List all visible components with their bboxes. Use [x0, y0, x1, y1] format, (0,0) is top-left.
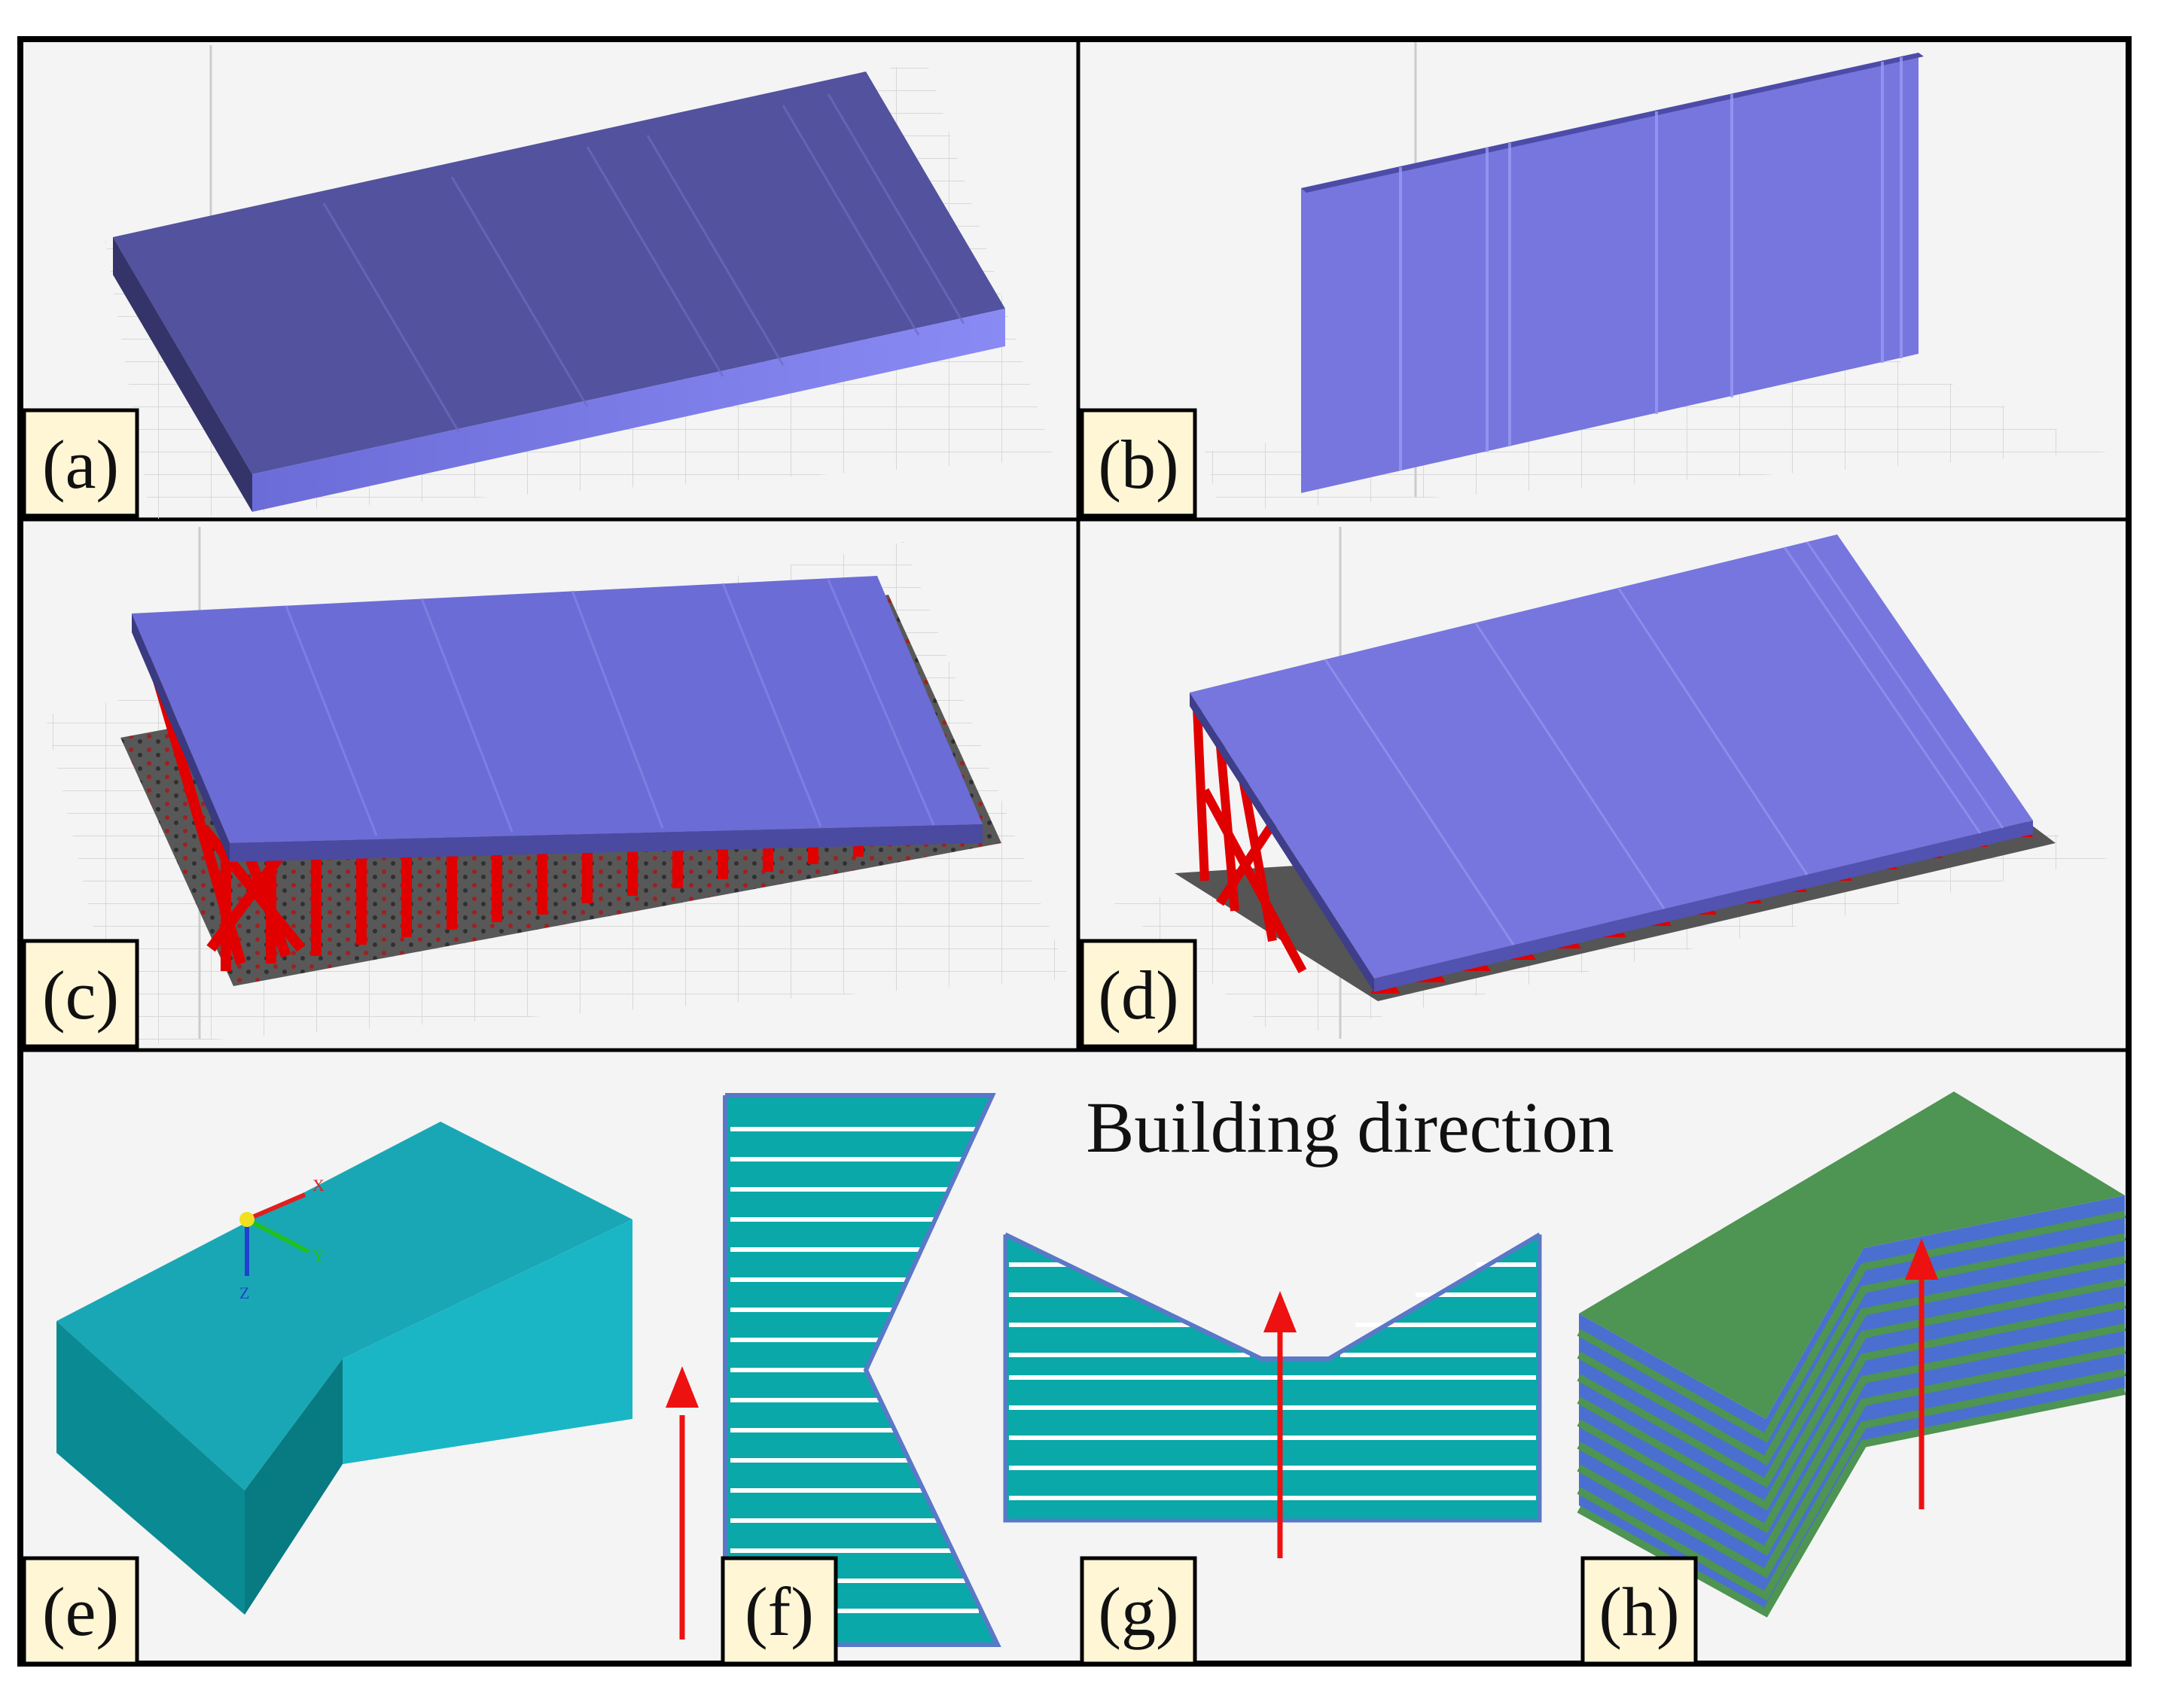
panel-label: (a) [42, 426, 119, 503]
panel-d: (d) [1080, 527, 2108, 1049]
panel-label-box [1580, 1556, 1698, 1666]
slab-front [1374, 821, 2033, 992]
panel-label-box [22, 1556, 139, 1666]
panel-label: (b) [1098, 426, 1178, 503]
profile-outline [723, 1093, 1001, 1647]
build-direction-arrow [1263, 1291, 1297, 1558]
panel-label: (e) [42, 1573, 119, 1650]
panel-label: (d) [1098, 957, 1178, 1034]
stack-front-left [1579, 1314, 1766, 1611]
slab-front [252, 309, 1005, 512]
panel-g: (g) [1003, 1232, 1542, 1666]
build-plate-grid [1205, 354, 2108, 512]
slab-ridges [322, 93, 965, 434]
x-axis-label: X [312, 1176, 325, 1195]
z-axis-label: Z [239, 1283, 249, 1302]
slab-top [1190, 534, 2033, 979]
panel-label-box [1080, 408, 1197, 518]
panel-label-box [721, 1556, 838, 1666]
solid-top-right [343, 1219, 632, 1464]
support-structures [145, 653, 864, 971]
profile-outline [1004, 1232, 1541, 1361]
building-direction-caption: Building direction [1086, 1087, 1614, 1168]
panel-e: X Y Z (e) [22, 1122, 632, 1666]
layer-lines [730, 1127, 979, 1613]
coordinate-axes: X Y Z [239, 1176, 325, 1302]
panel-label-box [1080, 939, 1197, 1049]
panel-label: (f) [745, 1573, 814, 1650]
slab-side [132, 613, 230, 862]
build-direction-arrow [1905, 1238, 1938, 1509]
panel-label: (c) [42, 957, 119, 1034]
slab-face [1301, 53, 1919, 493]
slab-ridges [285, 579, 935, 836]
panel-a: (a) [22, 45, 1054, 519]
y-axis-arrow [245, 1217, 310, 1254]
support-structures [1193, 707, 1307, 973]
slab-ridges [1324, 541, 2004, 945]
panel-f: (f) [721, 1093, 1001, 1666]
profile-outline-base [1003, 1235, 1542, 1523]
panel-h: (h) [1577, 1091, 2126, 1666]
slab-top [113, 72, 1005, 474]
panel-c: (c) [22, 527, 1069, 1049]
slab-front [230, 824, 983, 862]
slab-ridges [1399, 57, 1903, 470]
solid-front-middle [245, 1359, 343, 1615]
solid-front-left [56, 1321, 245, 1615]
x-axis-arrow [245, 1192, 306, 1222]
panel-label: (h) [1599, 1573, 1679, 1650]
slab-top [132, 576, 983, 843]
panel-label-box [22, 939, 139, 1049]
panel-label-box [22, 408, 139, 518]
solid-top [56, 1122, 632, 1490]
y-axis-label: Y [312, 1246, 325, 1265]
stack-layers [1577, 1210, 2126, 1618]
panel-b: (b) [1080, 42, 2108, 518]
slab-top-edge [1301, 53, 1924, 193]
axis-origin [239, 1212, 254, 1227]
slab-side [113, 237, 252, 512]
build-direction-arrow [666, 1366, 699, 1639]
stack-top [1579, 1091, 2125, 1419]
slab-side [1190, 693, 1374, 992]
panel-label: (g) [1098, 1573, 1178, 1650]
panel-label-box [1080, 1556, 1197, 1666]
